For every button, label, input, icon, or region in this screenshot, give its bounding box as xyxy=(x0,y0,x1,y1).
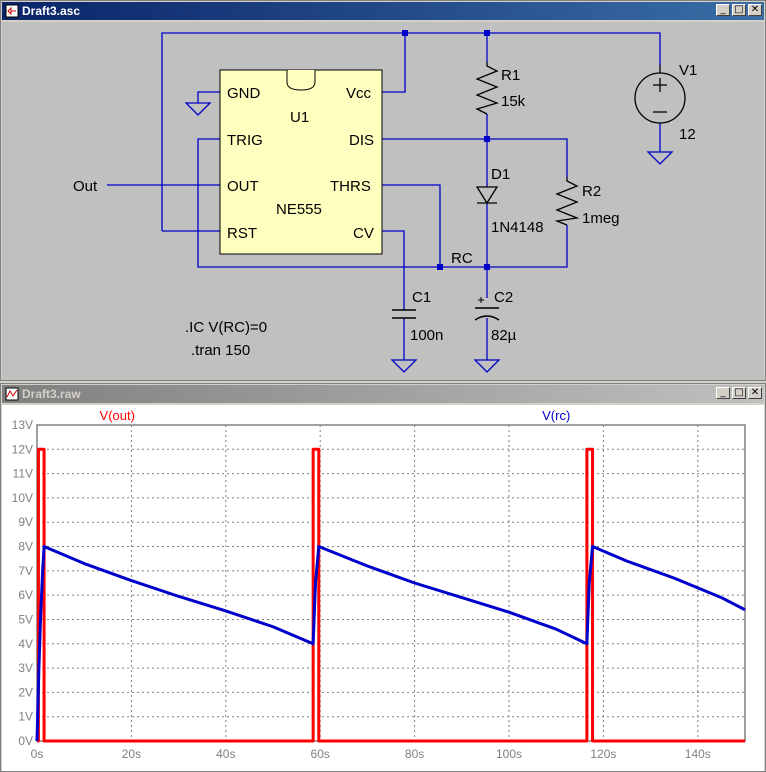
c1-capacitor[interactable] xyxy=(392,309,416,319)
y-tick-label: 9V xyxy=(18,515,33,529)
r1-value-label: 15k xyxy=(501,93,526,110)
waveform-titlebar[interactable]: Draft3.raw _ □ ✕ xyxy=(2,385,764,403)
waveform-window: Draft3.raw _ □ ✕ 0V 1V 2V 3V 4V 5V 6V 7V 8V 9V 10V… xyxy=(0,383,766,772)
pin-out-label: OUT xyxy=(227,178,259,195)
schematic-window: Draft3.asc _ □ ✕ xyxy=(0,0,766,381)
c2-capacitor[interactable] xyxy=(474,297,500,321)
y-tick-label: 12V xyxy=(12,442,33,456)
schematic-window-title: Draft3.asc xyxy=(22,4,81,18)
y-tick-label: 11V xyxy=(13,467,33,481)
c1-value-label: 100n xyxy=(410,327,443,344)
rc-net-label: RC xyxy=(451,250,473,267)
waveform-plot[interactable]: 0V 1V 2V 3V 4V 5V 6V 7V 8V 9V 10V 11V 12V 13V 0s 20s 40s… xyxy=(2,405,764,771)
y-tick-label: 4V xyxy=(18,637,33,651)
pin-rst-label: RST xyxy=(227,225,257,242)
waveform-window-title: Draft3.raw xyxy=(22,387,81,401)
v1-name-label: V1 xyxy=(679,62,697,79)
wires xyxy=(107,32,661,360)
x-tick-label: 140s xyxy=(685,747,711,761)
x-tick-label: 40s xyxy=(216,747,235,761)
x-tick-label: 100s xyxy=(496,747,522,761)
y-tick-label: 3V xyxy=(18,661,33,675)
c2-name-label: C2 xyxy=(494,289,513,306)
ground-icon xyxy=(184,102,212,116)
r1-resistor[interactable] xyxy=(475,62,499,115)
x-tick-label: 120s xyxy=(590,747,616,761)
c1-name-label: C1 xyxy=(412,289,431,306)
ic-ref-label: U1 xyxy=(290,109,309,126)
ground-icon xyxy=(646,151,674,165)
pin-cv-label: CV xyxy=(353,225,374,242)
y-tick-label: 5V xyxy=(18,612,33,626)
ic-pin-labels: GND Vcc U1 TRIG DIS OUT THRS NE555 RST C… xyxy=(227,85,374,242)
schematic-titlebar[interactable]: Draft3.asc _ □ ✕ xyxy=(2,2,764,20)
out-net-label: Out xyxy=(73,178,98,195)
v1-voltage-source[interactable] xyxy=(634,65,686,124)
ground-icon xyxy=(473,359,501,373)
y-tick-label: 0V xyxy=(18,734,33,748)
x-tick-label: 0s xyxy=(31,747,44,761)
y-tick-label: 13V xyxy=(12,418,33,432)
x-tick-label: 20s xyxy=(122,747,141,761)
y-tick-label: 1V xyxy=(18,710,33,724)
maximize-button[interactable]: □ xyxy=(732,387,746,399)
ic-part-label: NE555 xyxy=(276,201,322,218)
r2-name-label: R2 xyxy=(582,183,601,200)
d1-diode[interactable] xyxy=(475,186,499,205)
y-tick-label: 7V xyxy=(18,564,33,578)
d1-value-label: 1N4148 xyxy=(491,219,544,236)
y-tick-label: 8V xyxy=(18,540,33,554)
close-button[interactable]: ✕ xyxy=(748,387,762,399)
c2-value-label: 82µ xyxy=(491,327,517,344)
y-tick-label: 2V xyxy=(18,685,33,699)
y-tick-label: 10V xyxy=(12,491,33,505)
minimize-button[interactable]: _ xyxy=(716,4,730,16)
ground-symbols xyxy=(184,102,674,373)
waveform-document-icon xyxy=(5,387,19,401)
minimize-button[interactable]: _ xyxy=(716,387,730,399)
ic-directive: .IC V(RC)=0 xyxy=(185,319,267,336)
pin-dis-label: DIS xyxy=(349,132,374,149)
r2-value-label: 1meg xyxy=(582,210,620,227)
component-labels: Out RC R1 15k D1 1N4148 R2 1meg C1 100n … xyxy=(73,62,697,359)
ground-icon xyxy=(390,359,418,373)
junction-dots xyxy=(402,30,490,270)
pin-thrs-label: THRS xyxy=(330,178,371,195)
x-tick-label: 80s xyxy=(405,747,424,761)
d1-name-label: D1 xyxy=(491,166,510,183)
series-line-vout xyxy=(36,447,745,743)
series-line-vrc xyxy=(35,545,746,742)
maximize-button[interactable]: □ xyxy=(732,4,746,16)
r1-name-label: R1 xyxy=(501,67,520,84)
close-button[interactable]: ✕ xyxy=(748,4,762,16)
r2-resistor[interactable] xyxy=(554,177,580,226)
schematic-canvas[interactable]: GND Vcc U1 TRIG DIS OUT THRS NE555 RST C… xyxy=(2,22,764,380)
schematic-document-icon xyxy=(5,4,19,18)
tran-directive: .tran 150 xyxy=(191,342,250,359)
ne555-ic[interactable] xyxy=(219,69,383,255)
pin-trig-label: TRIG xyxy=(227,132,263,149)
legend-label: V(rc) xyxy=(542,408,570,423)
pin-vcc-label: Vcc xyxy=(346,85,372,102)
legend-label: V(out) xyxy=(100,408,135,423)
v1-value-label: 12 xyxy=(679,126,696,143)
pin-gnd-label: GND xyxy=(227,85,261,102)
x-tick-label: 60s xyxy=(311,747,330,761)
y-tick-label: 6V xyxy=(18,588,33,602)
